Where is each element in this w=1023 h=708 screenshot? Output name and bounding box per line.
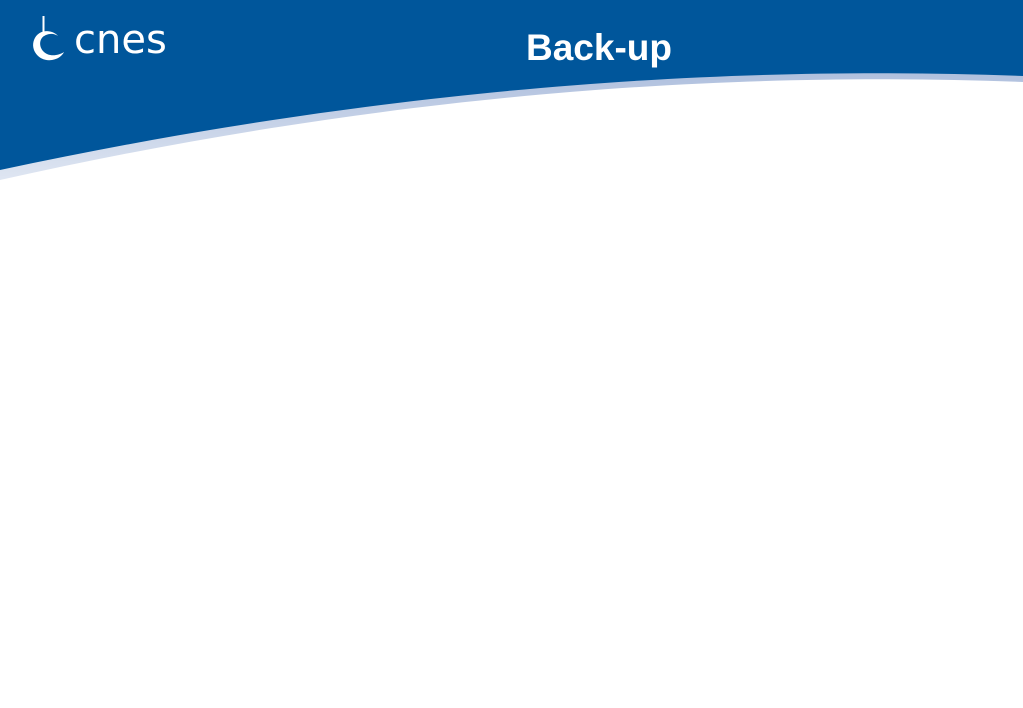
cnes-logo: cnes [28, 14, 188, 66]
rocket-swoosh-icon [33, 16, 64, 61]
slide-content-area [0, 190, 1023, 708]
header-banner [0, 0, 1023, 180]
banner-shape [0, 0, 1023, 170]
slide-title: Back-up [526, 27, 672, 68]
logo-text: cnes [74, 17, 167, 63]
